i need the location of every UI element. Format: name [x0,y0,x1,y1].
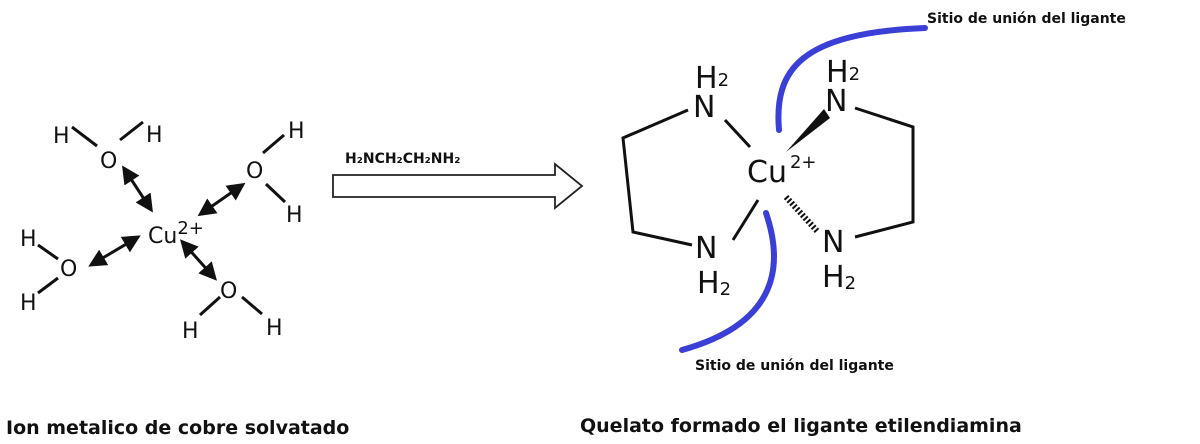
wedge-bond [786,109,830,152]
solvated-copper-ion: Cu2+ H H O H O H H O H O H H [20,119,305,344]
nitrogen-atom: N [822,225,844,260]
hollow-arrow-icon [332,162,584,210]
reagent-formula: H₂NCH₂CH₂NH₂ [345,151,460,167]
coordination-arrows [88,165,246,281]
water-molecule: H H O [53,120,163,174]
nh2-hydrogen: H2 [697,266,731,301]
water-molecule: H O H [246,119,305,228]
binding-site-curve [775,25,928,133]
reactant-caption: Ion metalico de cobre solvatado [6,417,349,439]
nh2-hydrogen: H2 [695,61,729,96]
nh2-hydrogen: H2 [822,260,856,295]
water-molecule: H O H [20,227,77,316]
oxygen-atom: O [100,149,117,174]
hydrogen-atom: H [53,124,70,149]
reaction-arrow: H₂NCH₂CH₂NH₂ [332,151,584,210]
nitrogen-atom: N [693,90,715,125]
copper-atom: Cu2+ [148,218,204,249]
hydrogen-atom: H [286,203,303,228]
binding-site-curve [679,210,777,353]
nitrogen-atom: N [695,231,717,266]
product-caption: Quelato formado el ligante etilendiamina [580,415,1022,437]
binding-site-label: Sitio de unión del ligante [927,11,1126,27]
hydrogen-atom: H [288,119,305,144]
hydrogen-atom: H [266,316,283,341]
hydrogen-atom: H [20,227,37,252]
hydrogen-atom: H [146,123,163,148]
hydrogen-atom: H [182,319,199,344]
water-molecule: O H H [182,279,283,344]
hashed-bond [783,194,821,235]
nh2-hydrogen: H2 [826,55,860,90]
hydrogen-atom: H [20,291,37,316]
oxygen-atom: O [220,279,237,304]
oxygen-atom: O [246,159,263,184]
oxygen-atom: O [60,257,77,282]
nitrogen-atom: N [825,84,847,119]
binding-site-label: Sitio de unión del ligante [695,358,894,374]
